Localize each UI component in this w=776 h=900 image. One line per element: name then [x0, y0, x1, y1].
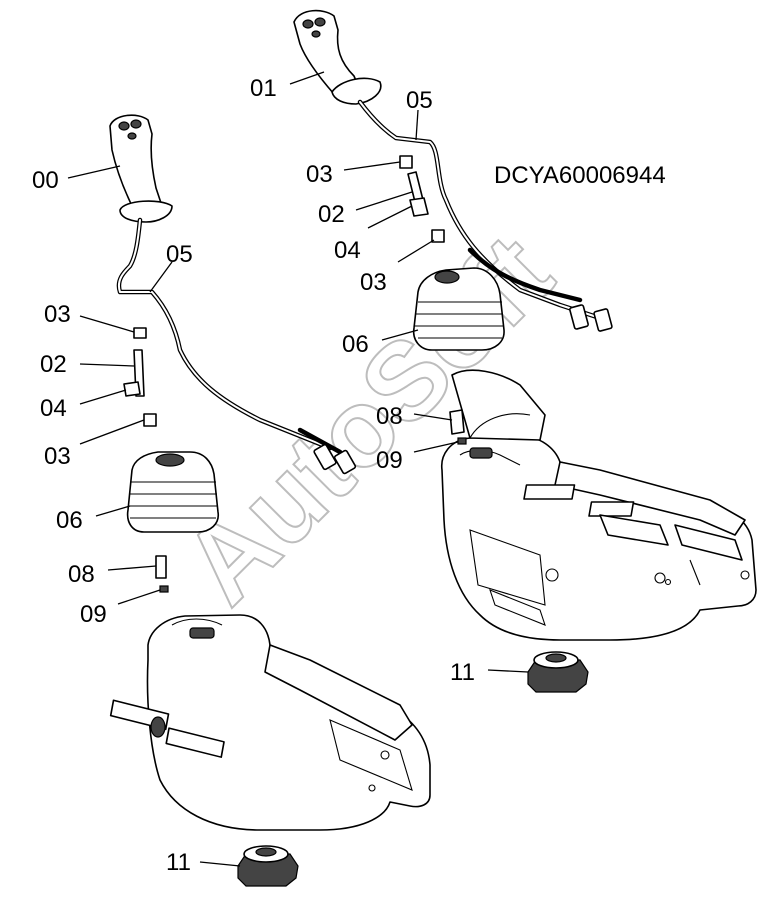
- right-mount: [527, 651, 589, 693]
- drawing-code: DCYA60006944: [494, 162, 666, 189]
- right-bracket: [409, 197, 429, 217]
- right-assembly: [293, 9, 757, 693]
- label-left-washer: 09: [80, 601, 107, 628]
- callout-labels: 00 01 03 02 04 03 05 06 08 09 11 05 03 0…: [32, 75, 475, 876]
- right-pin-bottom: [431, 229, 445, 243]
- label-left-bracket: 04: [40, 395, 67, 422]
- label-right-cable: 05: [406, 87, 433, 114]
- left-cable: [116, 217, 357, 475]
- right-bolt: [449, 409, 465, 435]
- label-right-washer: 09: [376, 447, 403, 474]
- label-left-handle: 00: [32, 167, 59, 194]
- left-bracket: [123, 381, 141, 397]
- right-console: [441, 369, 757, 641]
- left-washer: [159, 585, 169, 593]
- label-right-pin-bottom: 03: [360, 269, 387, 296]
- label-left-boot: 06: [56, 507, 83, 534]
- label-right-pin-top: 03: [306, 161, 333, 188]
- label-left-rod: 02: [40, 351, 67, 378]
- label-left-mount: 11: [166, 849, 191, 876]
- right-handle: [293, 9, 382, 105]
- label-right-boot: 06: [342, 331, 369, 358]
- label-right-bolt: 08: [376, 403, 403, 430]
- label-right-handle: 01: [250, 75, 277, 102]
- right-cable: [357, 99, 613, 332]
- label-left-pin-top: 03: [44, 301, 71, 328]
- label-left-pin-bottom: 03: [44, 443, 71, 470]
- label-right-mount: 11: [450, 659, 475, 686]
- left-pin-top: [133, 327, 147, 339]
- right-boot: [412, 267, 505, 351]
- left-boot: [126, 451, 220, 533]
- left-handle: [109, 114, 173, 223]
- label-left-bolt: 08: [68, 561, 95, 588]
- left-bolt: [155, 555, 167, 579]
- right-washer: [457, 437, 467, 445]
- label-left-cable: 05: [166, 241, 193, 268]
- label-right-rod: 02: [318, 201, 345, 228]
- label-right-bracket: 04: [334, 237, 361, 264]
- left-pin-bottom: [143, 413, 157, 427]
- left-assembly: [109, 114, 431, 887]
- left-console: [109, 614, 431, 831]
- leader-lines: [67, 71, 529, 867]
- right-pin-top: [399, 155, 413, 169]
- left-mount: [237, 845, 299, 887]
